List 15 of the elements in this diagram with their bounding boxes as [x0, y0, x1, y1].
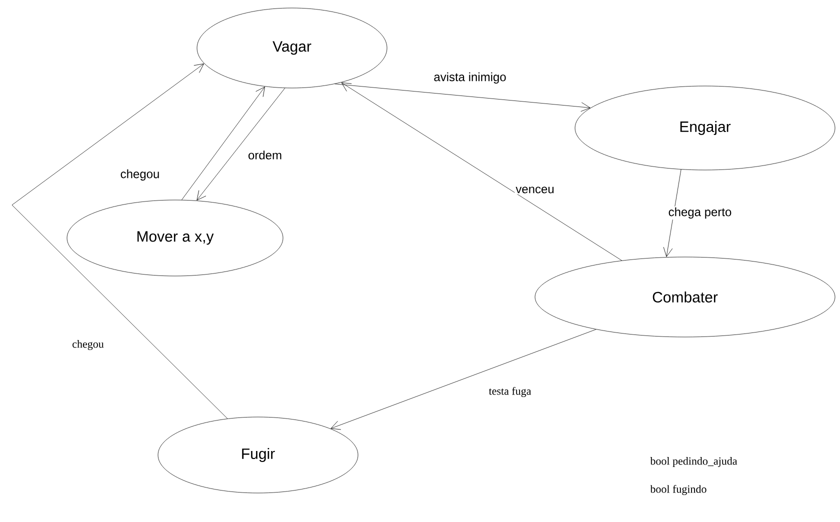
edge-label: chega perto — [667, 206, 733, 220]
edge-label: chegou — [119, 168, 161, 182]
edge-label: venceu — [514, 186, 556, 194]
edge-label: testa fuga — [488, 386, 532, 398]
arrow — [12, 64, 228, 419]
arrow — [330, 329, 596, 430]
edge-label: ordem — [247, 150, 283, 160]
edge-label: avista inimigo — [432, 71, 508, 85]
note-text: bool fugindo — [650, 484, 706, 496]
edge-label: chegou — [71, 339, 105, 351]
arrow — [196, 88, 286, 200]
arrow — [334, 84, 590, 112]
arrow — [182, 86, 265, 200]
note-text: bool pedindo_ajuda — [650, 457, 738, 467]
arrow — [341, 82, 622, 261]
